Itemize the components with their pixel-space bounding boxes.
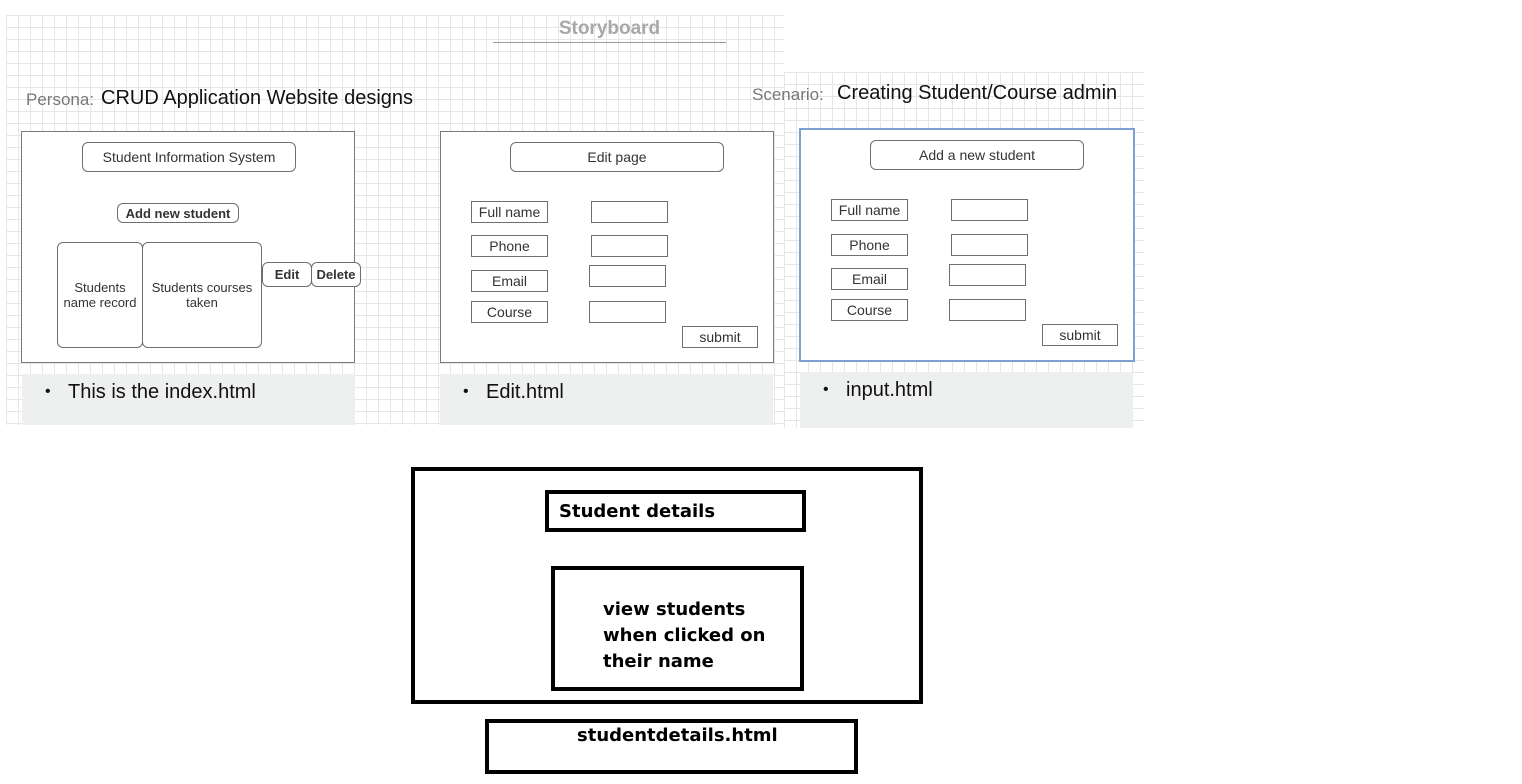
edit-submit-button[interactable]: submit [682,326,758,348]
student-details-description: view students when clicked on their name [603,599,766,672]
input-label-email: Email [831,268,908,290]
edit-label-email: Email [471,270,548,292]
student-details-title-box [545,490,806,532]
add-new-student-button[interactable]: Add new student [117,203,239,223]
students-name-record-card[interactable]: Students name record [57,242,143,348]
storyboard-title: Storyboard [558,18,661,39]
edit-note-text: Edit.html [486,381,564,403]
student-details-file-box [485,719,858,774]
bullet-icon: • [45,383,51,400]
persona-label: Persona: [26,90,95,109]
student-details-file-label: studentdetails.html [577,725,778,746]
edit-input-full-name[interactable] [591,201,668,223]
input-field-email[interactable] [949,264,1026,286]
input-label-full-name: Full name [831,199,908,221]
input-label-phone: Phone [831,234,908,256]
bullet-icon: • [823,381,829,398]
persona-value: CRUD Application Website designs [101,87,414,109]
edit-label-phone: Phone [471,235,548,257]
edit-input-phone[interactable] [591,235,668,257]
index-note [22,374,355,425]
title-underline [493,42,726,43]
input-label-course: Course [831,299,908,321]
student-details-title: Student details [559,501,716,522]
edit-button[interactable]: Edit [262,262,312,287]
edit-note [440,374,773,425]
scenario-label: Scenario: [752,85,824,104]
index-header-box: Student Information System [82,142,296,172]
edit-label-full-name: Full name [471,201,548,223]
edit-header-box: Edit page [510,142,724,172]
delete-button[interactable]: Delete [311,262,361,287]
bullet-icon: • [463,383,469,400]
input-field-phone[interactable] [951,234,1028,256]
student-details-content-box[interactable] [551,566,804,691]
index-note-text: This is the index.html [68,381,256,403]
input-note [800,372,1133,428]
input-submit-button[interactable]: submit [1042,324,1118,346]
edit-input-email[interactable] [589,265,666,287]
edit-input-course[interactable] [589,301,666,323]
scenario-value: Creating Student/Course admin [837,82,1118,104]
edit-label-course: Course [471,301,548,323]
students-courses-card[interactable]: Students courses taken [142,242,262,348]
input-header-box: Add a new student [870,140,1084,170]
input-field-course[interactable] [949,299,1026,321]
input-note-text: input.html [846,379,933,401]
input-field-full-name[interactable] [951,199,1028,221]
